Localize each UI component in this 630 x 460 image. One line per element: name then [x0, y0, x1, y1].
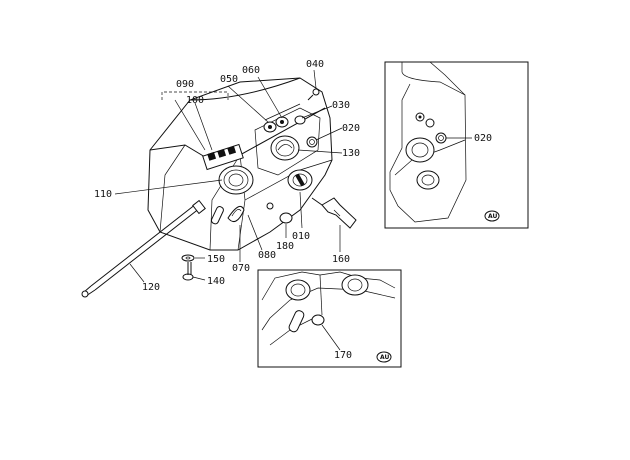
callout-090: 090	[176, 79, 194, 90]
callout-labels: 090 100 050 060 040 030 020 130 110 010 …	[94, 59, 497, 361]
leader-lines	[114, 69, 343, 283]
bolt	[182, 262, 194, 281]
badge-au-top: AU	[488, 213, 497, 220]
screw	[307, 88, 320, 101]
callout-120: 120	[142, 282, 160, 293]
tachometer-cable	[81, 199, 206, 298]
inset-au-bottom	[257, 269, 402, 368]
combination-gauge	[270, 135, 300, 161]
switch-cluster	[263, 115, 306, 133]
callout-110: 110	[94, 189, 112, 200]
callout-150: 150	[207, 254, 225, 265]
callout-030: 030	[332, 100, 350, 111]
pilot-lamp	[306, 136, 318, 148]
callout-060: 060	[242, 65, 260, 76]
callout-050: 050	[220, 74, 238, 85]
indicator-lamp-cluster	[202, 143, 244, 171]
throttle-slot	[227, 205, 245, 223]
callout-160: 160	[332, 254, 350, 265]
callout-070: 070	[232, 263, 250, 274]
lever-slot	[210, 206, 224, 225]
callout-180: 180	[276, 241, 294, 252]
callout-100: 100	[186, 95, 204, 106]
callout-170: 170	[334, 350, 352, 361]
callout-130: 130	[342, 148, 360, 159]
ignition-key	[311, 197, 357, 229]
key-switch	[287, 169, 313, 191]
callout-010: 010	[292, 231, 310, 242]
callout-020: 020	[342, 123, 360, 134]
tachometer-gauge	[218, 165, 254, 195]
group-bracket	[161, 91, 229, 100]
washer	[181, 254, 195, 262]
badge-au-bottom: AU	[380, 354, 389, 361]
callout-020-inset: 020	[474, 133, 492, 144]
main-panel-housing	[147, 77, 333, 251]
callout-140: 140	[207, 276, 225, 287]
callout-080: 080	[258, 250, 276, 261]
knob	[266, 202, 293, 224]
callout-040: 040	[306, 59, 324, 70]
inset-au-top	[384, 61, 529, 229]
